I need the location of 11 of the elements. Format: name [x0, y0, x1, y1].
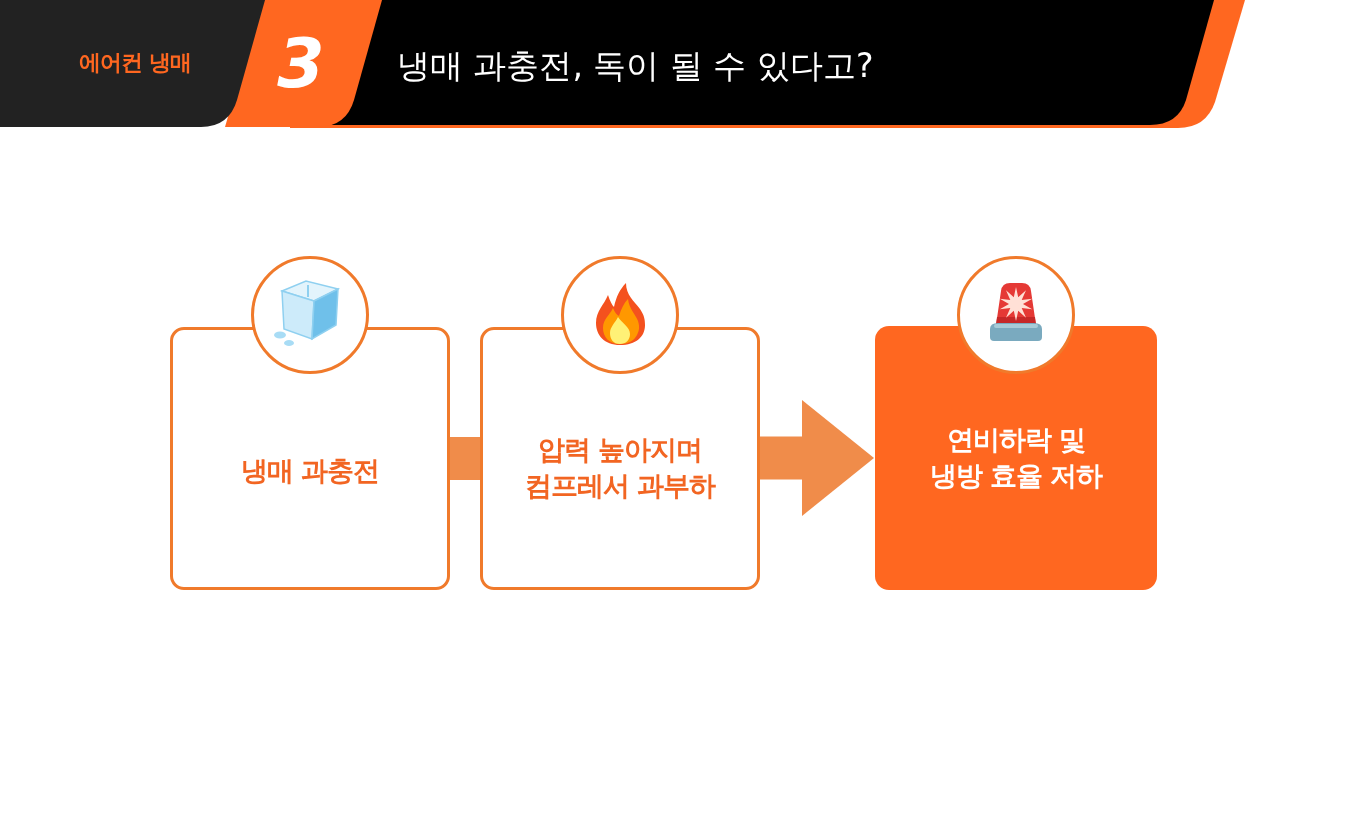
result-box — [875, 326, 1157, 590]
connector-bar — [450, 437, 480, 480]
box-text: 냉매 과충전 — [240, 453, 380, 488]
process-box — [480, 327, 760, 590]
box-text: 연비하락 및 냉방 효율 저하 — [928, 423, 1104, 493]
tag-label: 에어컨 냉매 — [79, 50, 191, 76]
page-title: 냉매 과충전, 독이 될 수 있다고? — [397, 46, 874, 86]
arrow — [760, 400, 874, 516]
process-box — [170, 327, 450, 590]
box-text: 압력 높아지며 컴프레서 과부하 — [523, 432, 717, 503]
step-number: 3 — [277, 26, 325, 102]
